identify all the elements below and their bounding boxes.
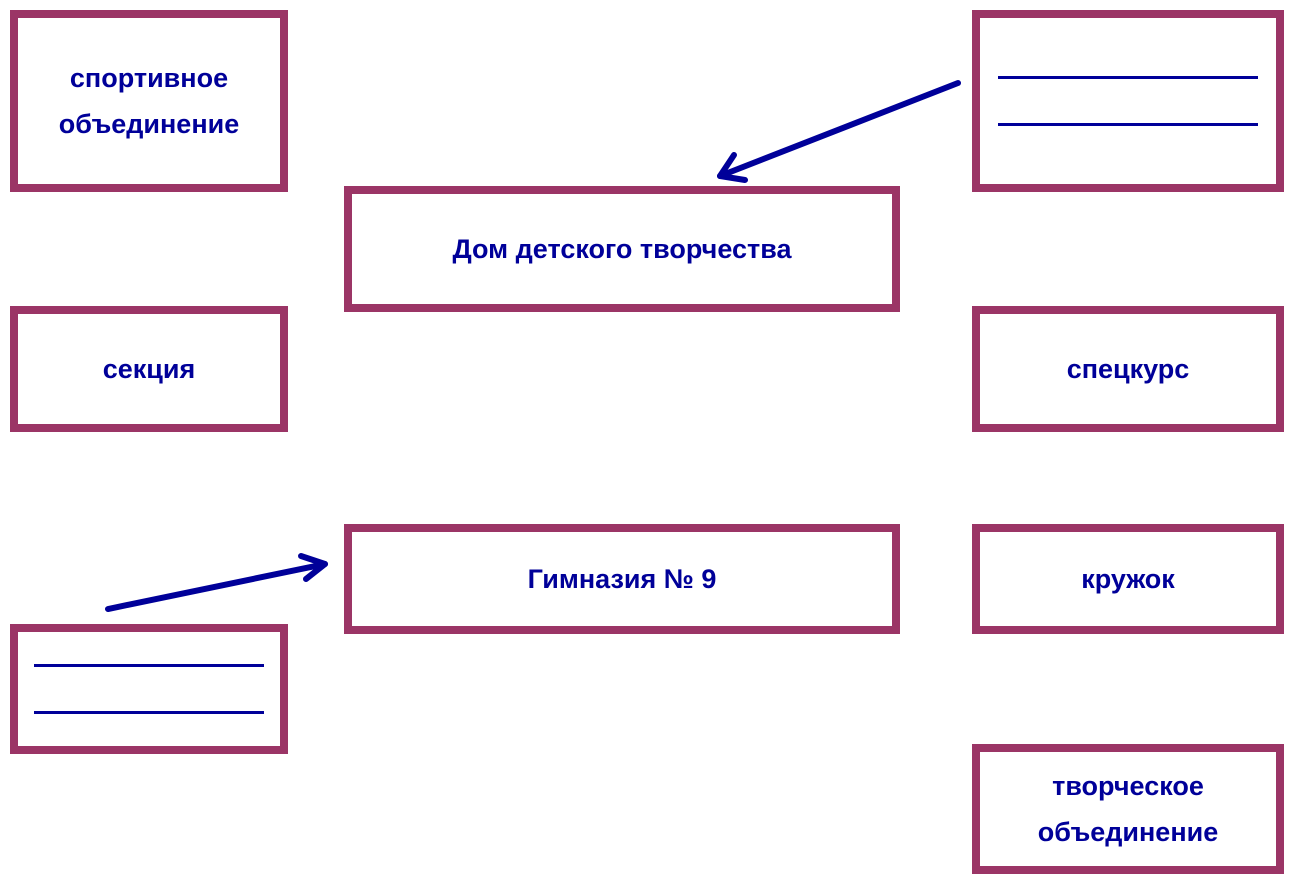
box-gymnasium-label: Гимназия № 9 [527, 564, 717, 594]
box-sport-line2: объединение [58, 109, 240, 139]
box-blank-top-right [972, 10, 1284, 192]
box-creative-line1: творческое [1052, 771, 1204, 801]
box-creative-line2: объединение [1037, 817, 1219, 847]
box-special-course: спецкурс [972, 306, 1284, 432]
box-speccourse-label: спецкурс [1066, 354, 1190, 384]
box-circle: кружок [972, 524, 1284, 634]
blank-line [997, 123, 1259, 126]
box-circle-label: кружок [1081, 564, 1175, 594]
box-house-label: Дом детского творчества [452, 234, 792, 264]
box-creative-association: творческое объединение [972, 744, 1284, 874]
blank-line [33, 664, 265, 667]
arrow-to-gymnasium [105, 553, 328, 612]
box-blank-bottom-left [10, 624, 288, 754]
blank-line [33, 711, 265, 714]
blank-line [997, 76, 1259, 79]
arrow-to-house [717, 80, 961, 183]
box-house-of-childrens-creativity: Дом детского творчества [344, 186, 900, 312]
box-sport-association: спортивное объединение [10, 10, 288, 192]
box-section: секция [10, 306, 288, 432]
box-section-label: секция [102, 354, 196, 384]
box-gymnasium: Гимназия № 9 [344, 524, 900, 634]
box-sport-line1: спортивное [69, 63, 229, 93]
